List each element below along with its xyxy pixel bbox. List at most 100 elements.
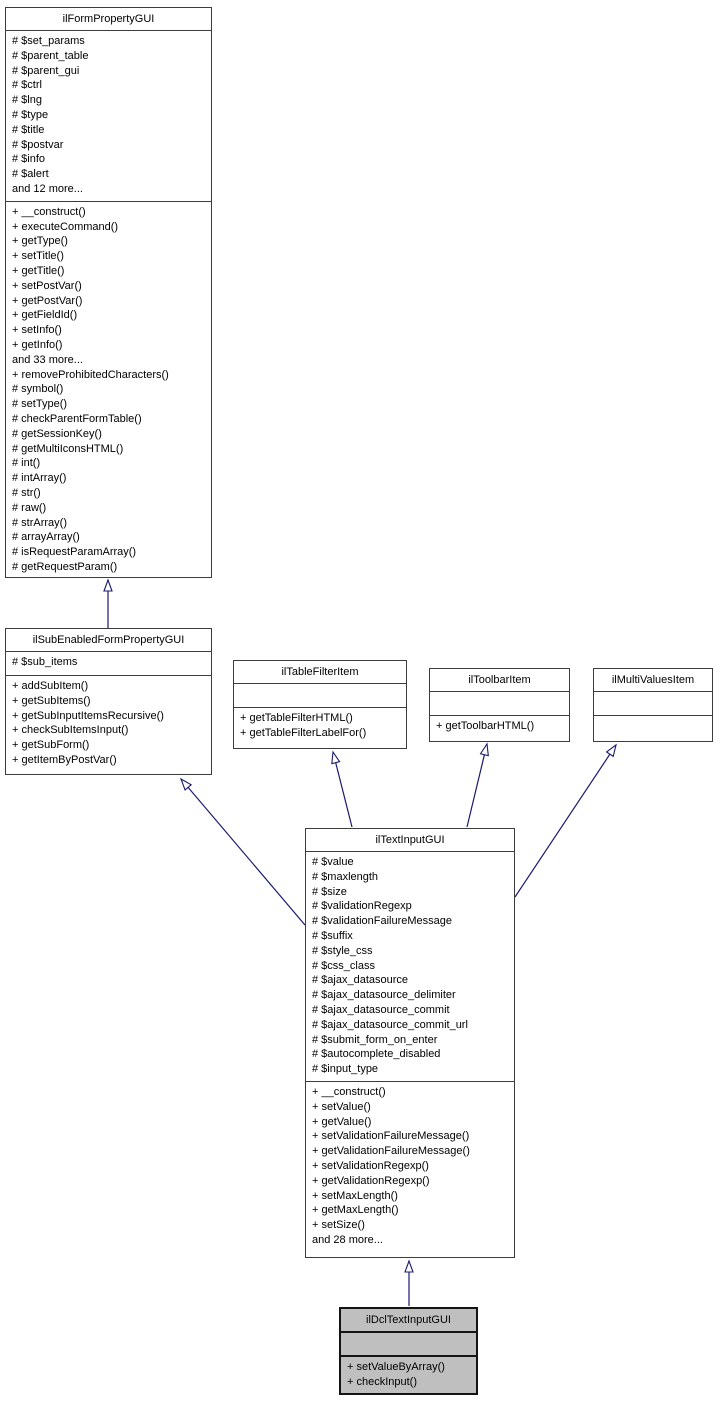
member-line: + setValue()	[312, 1100, 371, 1113]
member-line: # $validationRegexp	[312, 900, 412, 913]
member-line: # strArray()	[12, 516, 67, 529]
member-line: # str()	[12, 486, 41, 499]
class-attributes: # $value # $maxlength # $size # $validation…	[306, 852, 514, 1082]
member-line: + executeCommand()	[12, 220, 119, 233]
class-methods: + addSubItem() + getSubItems() + getSubInp…	[6, 676, 211, 774]
member-line: # $size	[312, 885, 347, 898]
member-line: + getSubInputItemsRecursive()	[12, 709, 164, 722]
class-title[interactable]: ilTableFilterItem	[234, 661, 406, 684]
member-line: # setType()	[12, 398, 68, 411]
member-line: # getSessionKey()	[12, 427, 102, 440]
member-line: # $value	[312, 856, 354, 868]
member-line: + checkSubItemsInput()	[12, 724, 129, 737]
class-attributes	[430, 692, 569, 716]
member-line: + setValidationFailureMessage()	[312, 1130, 470, 1143]
class-methods: + __construct() + executeCommand() + getTy…	[6, 202, 211, 577]
class-methods: + __construct()+ setValue()+ getValue()+…	[306, 1082, 514, 1257]
class-attributes: # $set_params# $parent_table# $parent_gu…	[6, 31, 211, 202]
member-line: + getToolbarHTML()	[436, 720, 535, 732]
member-line: + getTitle()	[12, 264, 65, 277]
member-line: + getFieldId()	[12, 309, 78, 322]
member-line: # raw()	[12, 501, 47, 514]
class-title[interactable]: ilToolbarItem	[430, 669, 569, 692]
class-title[interactable]: ilMultiValuesItem	[594, 669, 712, 692]
member-line: # $ajax_datasource_commit_url	[312, 1018, 468, 1031]
member-line: # intArray()	[12, 472, 67, 485]
member-line: and 12 more...	[12, 182, 83, 195]
class-box-ildcltextinputgui: ilDclTextInputGUI + setValueByArray()+ c…	[339, 1307, 478, 1395]
member-line: # $css_class	[312, 959, 375, 972]
member-line: + removeProhibitedCharacters()	[12, 368, 169, 381]
class-methods: + getTableFilterHTML() + getTableFilterLa…	[234, 708, 406, 748]
member-line: and 33 more...	[12, 353, 83, 366]
class-box-iltextinputgui[interactable]: ilTextInputGUI # $value # $maxlength # $si…	[305, 828, 515, 1258]
member-line: # $title	[12, 123, 45, 136]
member-line: # $sub_items	[12, 656, 78, 668]
class-attributes	[234, 684, 406, 708]
member-line: # $submit_form_on_enter	[312, 1033, 438, 1046]
member-line: # $ajax_datasource_commit	[312, 1003, 450, 1016]
member-line: + getType()	[12, 235, 68, 248]
class-box-iltoolbaritem[interactable]: ilToolbarItem + getToolbarHTML()	[429, 668, 570, 742]
class-box-ilmultivaluesitem[interactable]: ilMultiValuesItem	[593, 668, 713, 742]
member-line: # $alert	[12, 168, 49, 181]
member-line: # $set_params	[12, 35, 85, 47]
class-title[interactable]: ilFormPropertyGUI	[6, 8, 211, 31]
member-line: + getPostVar()	[12, 294, 83, 307]
member-line: + getInfo()	[12, 338, 63, 351]
member-line: # arrayArray()	[12, 531, 80, 544]
class-title[interactable]: ilTextInputGUI	[306, 829, 514, 852]
member-line: + setInfo()	[12, 324, 62, 337]
member-line: + getValue()	[312, 1115, 372, 1128]
class-methods: + setValueByArray()+ checkInput()	[341, 1357, 476, 1393]
member-line: # isRequestParamArray()	[12, 546, 137, 559]
member-line: # $suffix	[312, 929, 353, 942]
class-box-iltablefilteritem[interactable]: ilTableFilterItem + getTableFilterHTML()…	[233, 660, 407, 749]
member-line: + setValidationRegexp()	[312, 1159, 429, 1172]
class-attributes	[594, 692, 712, 716]
member-line: # $type	[12, 108, 49, 121]
edge-ilTextInputGUI-to-ilSubEnabledFormPropertyGUI	[179, 777, 306, 926]
class-box-ilsubenabledformpropertygui[interactable]: ilSubEnabledFormPropertyGUI # $sub_items…	[5, 628, 212, 775]
member-line: # int()	[12, 457, 41, 470]
member-line: # getMultiIconsHTML()	[12, 442, 124, 455]
class-attributes: # $sub_items	[6, 652, 211, 676]
class-attributes	[341, 1333, 476, 1357]
member-line: # $input_type	[312, 1063, 379, 1076]
member-line: # $ctrl	[12, 79, 42, 92]
member-line: and 28 more...	[312, 1233, 383, 1246]
member-line: + setPostVar()	[12, 279, 82, 292]
member-line: # checkParentFormTable()	[12, 412, 142, 425]
member-line: # $autocomplete_disabled	[312, 1048, 441, 1061]
member-line: + __construct()	[12, 205, 86, 218]
member-line: + getValidationRegexp()	[312, 1174, 430, 1187]
member-line: + setMaxLength()	[312, 1189, 398, 1202]
class-title: ilDclTextInputGUI	[341, 1309, 476, 1333]
member-line: # getRequestParam()	[12, 560, 118, 573]
member-line: + getItemByPostVar()	[12, 753, 117, 766]
member-line: # symbol()	[12, 383, 64, 396]
edge-ilTextInputGUI-to-ilToolbarItem	[466, 742, 489, 828]
member-line: # $ajax_datasource_delimiter	[312, 989, 456, 1002]
member-line: # $ajax_datasource	[312, 974, 409, 987]
class-methods	[594, 716, 712, 741]
member-line: + getValidationFailureMessage()	[312, 1145, 470, 1158]
member-line: + getTableFilterLabelFor()	[240, 726, 367, 739]
member-line: + addSubItem()	[12, 680, 89, 692]
member-line: + getTableFilterHTML()	[240, 712, 353, 724]
member-line: + setTitle()	[12, 250, 64, 263]
member-line: # $style_css	[312, 944, 373, 957]
member-line: # $parent_gui	[12, 64, 80, 77]
class-box-ilformpropertygui[interactable]: ilFormPropertyGUI # $set_params# $parent…	[5, 7, 212, 578]
member-line: # $maxlength	[312, 870, 379, 883]
member-line: + checkInput()	[347, 1375, 418, 1388]
member-line: # $lng	[12, 94, 42, 107]
class-methods: + getToolbarHTML()	[430, 716, 569, 741]
member-line: + getMaxLength()	[312, 1204, 399, 1217]
member-line: + getSubItems()	[12, 694, 91, 707]
member-line: # $validationFailureMessage	[312, 915, 453, 928]
member-line: # $postvar	[12, 138, 64, 151]
class-title[interactable]: ilSubEnabledFormPropertyGUI	[6, 629, 211, 652]
member-line: + getSubForm()	[12, 739, 90, 752]
